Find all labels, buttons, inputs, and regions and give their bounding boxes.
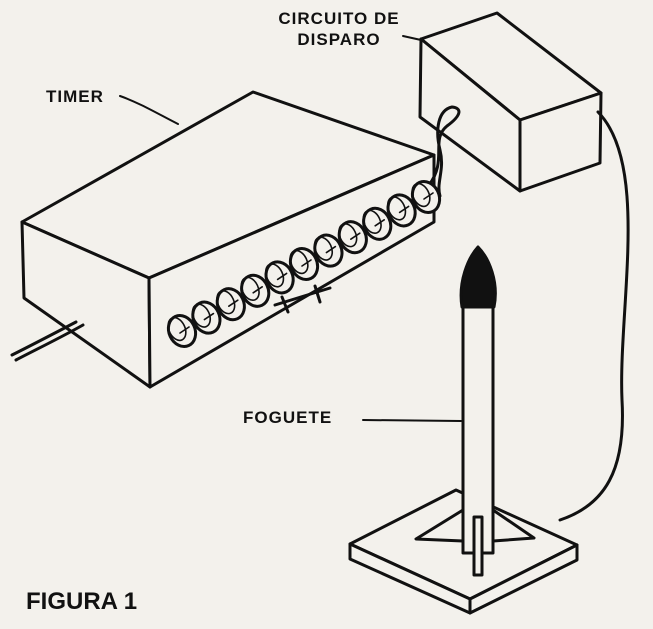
- leader-circuit: [402, 35, 422, 41]
- connecting-wire: [427, 105, 461, 198]
- circuit-label: CIRCUITO DE DISPARO: [269, 8, 409, 50]
- figure-caption: FIGURA 1: [26, 588, 138, 615]
- trigger-circuit-box: [418, 11, 603, 193]
- launch-cable: [558, 110, 630, 522]
- leader-timer: [119, 95, 179, 125]
- timer-knob: [215, 287, 246, 322]
- circuit-label-line1: CIRCUITO DE: [278, 9, 400, 28]
- timer-knobs: [166, 179, 442, 349]
- timer-knob: [337, 220, 368, 255]
- leader-lines: [119, 35, 462, 422]
- timer-knob: [191, 300, 222, 335]
- timer-power-cord: [10, 320, 85, 362]
- rocket: [414, 245, 536, 577]
- timer-knob: [288, 246, 320, 282]
- timer-knob: [386, 193, 417, 228]
- rocket-label: FOGUETE: [243, 408, 333, 427]
- rocket-nose: [459, 245, 497, 309]
- knob-marker: [273, 284, 332, 314]
- timer-knob: [264, 260, 295, 295]
- timer-knob: [313, 233, 344, 268]
- timer-knob: [166, 313, 198, 349]
- leader-rocket: [362, 419, 462, 422]
- timer-box: [20, 90, 436, 389]
- timer-knob: [240, 273, 271, 308]
- timer-knob: [362, 206, 393, 241]
- timer-knob: [410, 179, 442, 215]
- circuit-label-line2: DISPARO: [297, 30, 381, 49]
- timer-label: TIMER: [46, 87, 104, 106]
